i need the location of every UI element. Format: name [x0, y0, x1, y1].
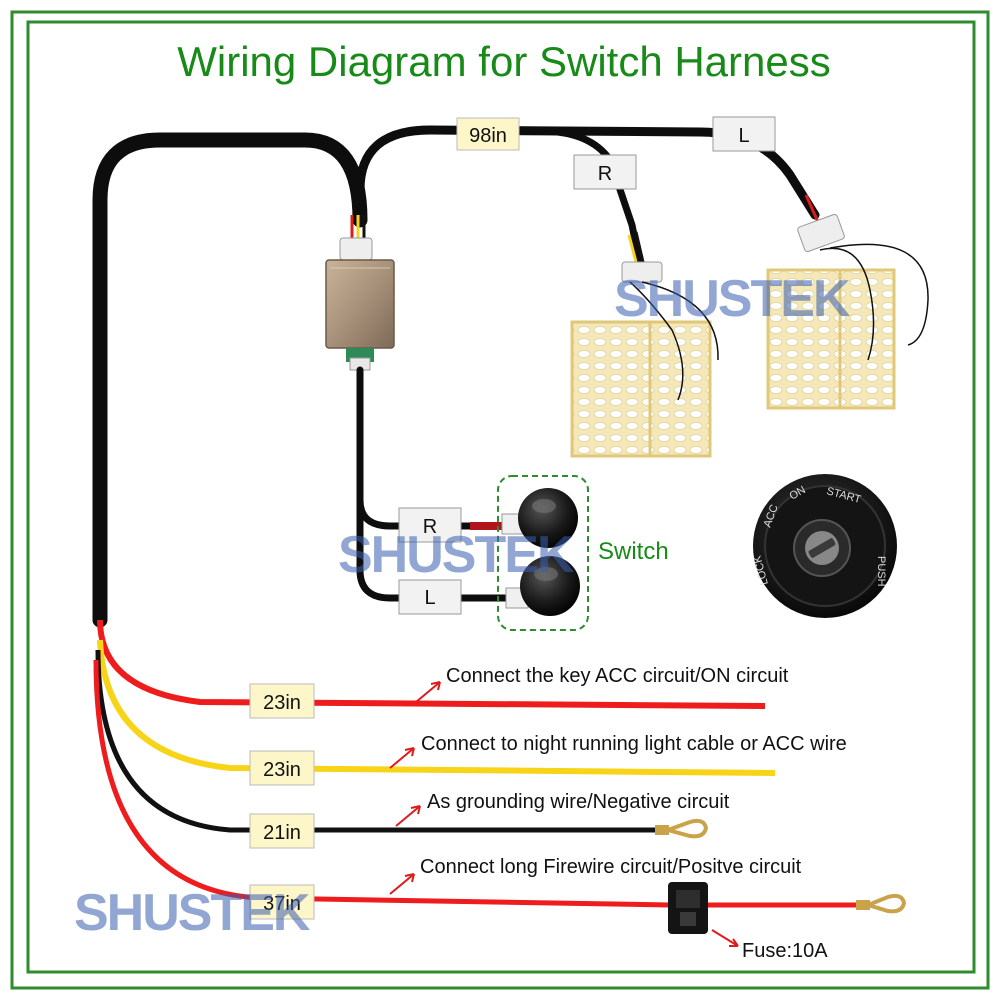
seat-right-tag-text: R [598, 163, 612, 185]
wire-description: Connect the key ACC circuit/ON circuit [446, 665, 789, 687]
switch-cable-left [356, 496, 509, 602]
wire-black-ground [95, 649, 655, 833]
watermark-logo: SHUSTEK [338, 526, 575, 584]
fuse-holder [668, 882, 708, 934]
fuse-label: Fuse:10A [742, 940, 828, 962]
wire-length-text: 23in [263, 759, 301, 781]
seat-left-tag-text: L [738, 125, 749, 147]
wire-length-tag: 37in [249, 884, 315, 920]
switch-cable [356, 366, 504, 530]
seat-left-tag: L [712, 116, 776, 152]
control-module [325, 259, 395, 371]
wire-length-tag: 23in [249, 683, 315, 719]
length-tag-98in: 98in [456, 117, 520, 151]
wire-length-tag: 21in [249, 813, 315, 849]
switch-right-tag-text: R [423, 516, 437, 538]
page-title: Wiring Diagram for Switch Harness [177, 38, 831, 85]
positive-ring-terminal [856, 893, 907, 914]
seat-left-connector [797, 213, 845, 253]
wire-yellow-night-light [97, 639, 776, 776]
switch-knob-left [505, 556, 580, 616]
harness-branch-cable [355, 125, 820, 220]
switch-left-tag-text: L [424, 587, 435, 609]
switch-left-tag: L [398, 579, 462, 615]
connector-wires-top [350, 191, 826, 263]
description-arrows [389, 681, 739, 947]
ground-ring-terminal [655, 818, 709, 839]
top-connector [339, 237, 373, 261]
switch-knob-right [501, 488, 578, 548]
seat-right-tag: R [573, 154, 637, 190]
main-harness-cable [92, 132, 368, 628]
wire-red-acc [97, 619, 766, 709]
length-tag-98in-text: 98in [469, 125, 507, 147]
ignition-push-label: PUSH [875, 556, 887, 587]
watermark-logo: SHUSTEK [74, 884, 311, 942]
wire-description: As grounding wire/Negative circuit [427, 791, 730, 813]
ignition-switch: ACC ON START PUSH LOCK [751, 474, 897, 618]
switch-right-tag: R [398, 507, 462, 543]
wire-length-tag: 23in [249, 750, 315, 786]
wire-red-positive [93, 659, 860, 908]
switch-label: Switch [598, 538, 669, 565]
wire-length-text: 37in [263, 893, 301, 915]
harness-right-seat-cable [536, 127, 644, 269]
switch-group-outline [497, 475, 589, 631]
wire-length-text: 21in [263, 822, 301, 844]
outer-frame [10, 10, 990, 990]
wire-length-text: 23in [263, 692, 301, 714]
wire-description: Connect long Firewire circuit/Positve ci… [420, 856, 802, 878]
heating-pad-right [570, 281, 719, 458]
wire-description: Connect to night running light cable or … [421, 733, 847, 755]
inner-frame [26, 20, 976, 974]
heating-pad-left [766, 243, 929, 410]
watermark-logo: SHUSTEK [614, 270, 851, 328]
